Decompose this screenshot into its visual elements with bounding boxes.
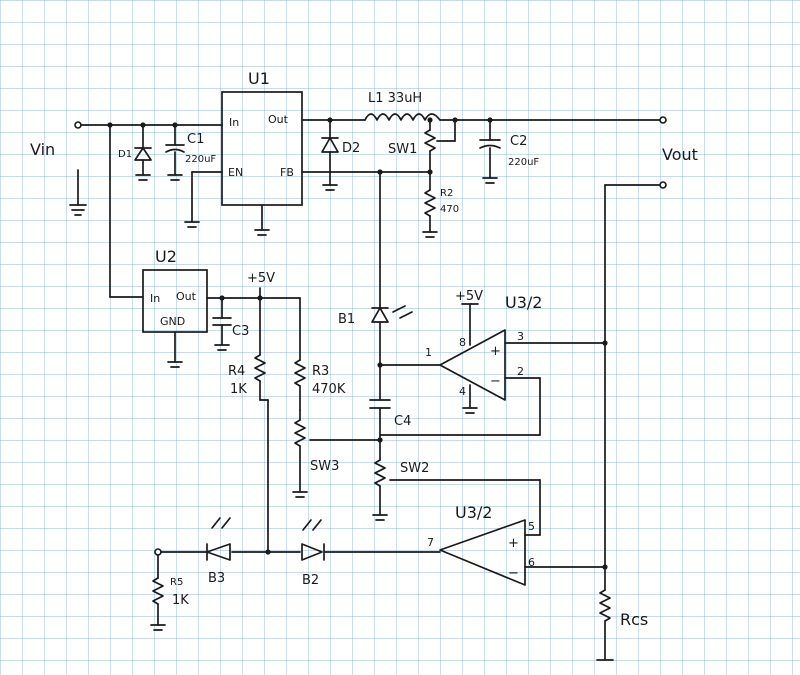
potentiometer-sw1: SW1 [388, 117, 458, 173]
u2-pin-out: Out [176, 290, 197, 303]
diode-d1: D1 [118, 124, 152, 181]
u3a-pin3: 3 [517, 330, 524, 343]
c1-label: C1 [187, 132, 204, 147]
r2-value: 470 [440, 204, 459, 215]
regulator-u2: U2 In Out GND [142, 247, 208, 368]
u3a-pin1: 1 [425, 346, 432, 359]
led-b2: B2 [301, 519, 325, 588]
u1-pin-fb: FB [280, 166, 294, 179]
b1-label: B1 [338, 312, 355, 327]
diode-d2: D2 [321, 119, 360, 191]
resistor-r2: R2 470 [422, 171, 459, 238]
r2-label: R2 [440, 188, 453, 199]
opamp-u3-lower: U3/2 + − 5 6 7 [427, 503, 606, 586]
bottom-led-wire [154, 548, 441, 556]
sw3-label: SW3 [310, 459, 339, 474]
u3b-plus: + [508, 536, 519, 551]
l1-label: L1 33uH [368, 91, 422, 106]
led-b1: B1 [338, 304, 413, 401]
u3b-pin5: 5 [528, 520, 535, 533]
c2-value: 220uF [508, 157, 539, 168]
vout-terminal: Vout [602, 145, 698, 591]
vout-label: Vout [662, 145, 698, 164]
u2-pin-gnd: GND [160, 315, 185, 328]
potentiometer-sw2: SW2 [372, 459, 541, 536]
capacitor-c4: C4 [369, 362, 411, 461]
r3-label: R3 [312, 364, 329, 379]
c4-label: C4 [394, 414, 411, 429]
u3a-label: U3/2 [505, 293, 542, 312]
u3a-pin2: 2 [517, 365, 524, 378]
plus5v-label-right: +5V [455, 289, 483, 304]
u1-pin-en: EN [228, 166, 243, 179]
inductor-l1: L1 33uH [364, 91, 441, 121]
wire-vin-to-u2 [109, 124, 144, 298]
capacitor-c2: C2 220uF [479, 119, 539, 184]
u3b-minus: − [508, 566, 519, 581]
u3a-plus: + [490, 344, 501, 359]
plus5v-label-left: +5V [247, 271, 275, 286]
c1-value: 220uF [185, 154, 216, 165]
sw2-label: SW2 [400, 461, 429, 476]
r5-label: R5 [170, 577, 183, 588]
u3a-pin8: 8 [459, 336, 466, 349]
r5-value: 1K [172, 593, 189, 608]
rcs-label: Rcs [620, 610, 648, 629]
resistor-r4: R4 1K [228, 297, 269, 553]
b3-label: B3 [208, 571, 225, 586]
c3-label: C3 [232, 324, 249, 339]
sw1-label: SW1 [388, 142, 417, 157]
u1-pin-out: Out [268, 113, 289, 126]
u3b-pin7: 7 [427, 536, 434, 549]
u3b-label: U3/2 [455, 503, 492, 522]
d1-label: D1 [118, 149, 132, 160]
opamp-u3-upper: U3/2 +5V 8 4 + − 1 3 2 [379, 289, 606, 436]
capacitor-c1: C1 220uF [165, 124, 216, 181]
r4-value: 1K [230, 382, 247, 397]
d2-label: D2 [342, 141, 360, 156]
output-rail [301, 116, 667, 124]
resistor-r5: R5 1K [150, 554, 189, 631]
u3a-pin4: 4 [459, 385, 466, 398]
u1-label: U1 [248, 69, 270, 88]
c2-label: C2 [510, 134, 527, 149]
r4-label: R4 [228, 364, 245, 379]
r3-value: 470K [312, 382, 346, 397]
u2-pin-in: In [150, 292, 160, 305]
led-b3: B3 [206, 517, 231, 586]
regulator-u1: U1 In Out EN FB [184, 69, 303, 236]
feedback-wire [301, 169, 433, 306]
u3b-pin6: 6 [528, 556, 535, 569]
u1-pin-in: In [229, 116, 239, 129]
u3a-minus: − [490, 374, 501, 389]
potentiometer-sw3: SW3 [292, 409, 383, 498]
capacitor-c3: C3 [212, 297, 249, 351]
resistor-r3: R3 470K [294, 297, 346, 411]
b2-label: B2 [302, 573, 319, 588]
u2-label: U2 [155, 247, 177, 266]
resistor-rcs: Rcs [596, 589, 648, 661]
vin-label: Vin [30, 140, 55, 159]
